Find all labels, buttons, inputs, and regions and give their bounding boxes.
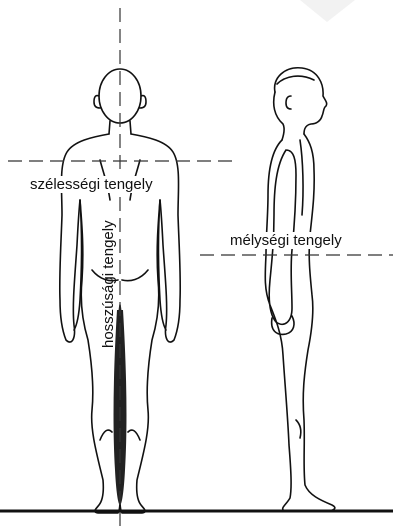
length-axis-label: hosszúsági tengely [100,218,117,350]
side-front-outline [300,134,335,511]
side-figure [265,68,335,511]
corner-shade [300,0,355,22]
depth-axis-label: mélységi tengely [228,232,344,249]
width-axis-label: szélességi tengely [28,176,155,193]
front-right-leg [120,200,160,513]
side-back-outline [265,140,300,511]
axis-lines [8,8,393,529]
